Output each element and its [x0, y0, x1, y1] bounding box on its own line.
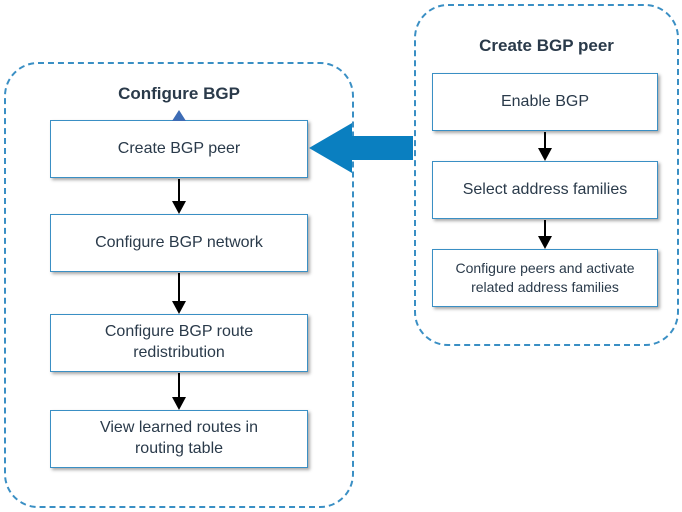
- step-select-address-families: Select address families: [432, 161, 658, 219]
- create-bgp-peer-group: Create BGP peer: [414, 4, 679, 346]
- step-configure-bgp-route-redistribution: Configure BGP route redistribution: [50, 314, 308, 372]
- step-enable-bgp: Enable BGP: [432, 73, 658, 131]
- arrow-left-1: [172, 179, 186, 214]
- arrow-left-3: [172, 373, 186, 410]
- arrow-left-2: [172, 273, 186, 314]
- arrow-right-1: [538, 132, 552, 161]
- step-create-bgp-peer: Create BGP peer: [50, 120, 308, 178]
- create-bgp-peer-title: Create BGP peer: [479, 36, 614, 55]
- arrow-right-2: [538, 220, 552, 249]
- step-configure-bgp-network: Configure BGP network: [50, 214, 308, 272]
- start-marker-icon: [172, 110, 186, 121]
- configure-bgp-group: Configure BGP: [4, 62, 354, 508]
- step-configure-peers-activate-families: Configure peers and activate related add…: [432, 249, 658, 307]
- configure-bgp-title: Configure BGP: [118, 84, 240, 103]
- step-view-learned-routes: View learned routes in routing table: [50, 410, 308, 468]
- detail-connector-arrow: [309, 123, 413, 173]
